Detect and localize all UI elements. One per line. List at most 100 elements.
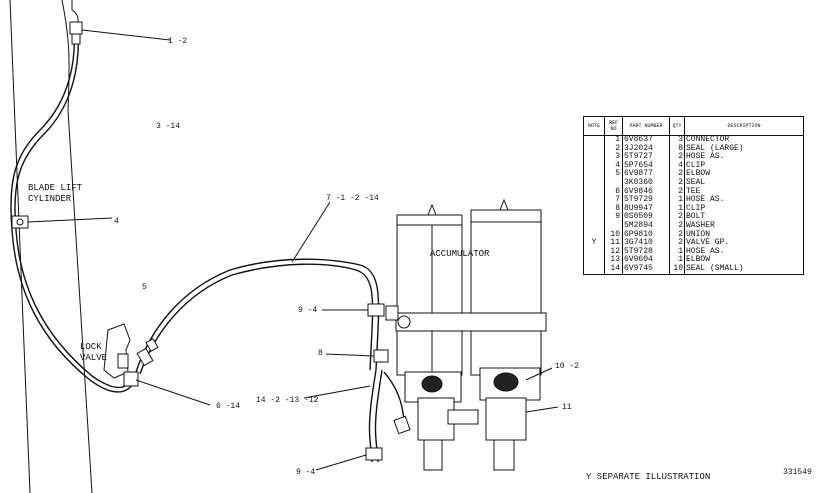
header-ref-no: REF NO <box>604 116 623 136</box>
cell-ref: 2 <box>604 144 623 154</box>
cell-part: 6V9745 <box>622 264 670 275</box>
cell-desc: CLIP <box>684 204 804 214</box>
cell-note <box>583 178 605 188</box>
cell-desc: CLIP <box>684 161 804 171</box>
cell-note <box>583 153 605 162</box>
cell-note <box>583 264 605 275</box>
cell-desc: HOSE AS. <box>684 196 804 205</box>
cell-desc: HOSE AS. <box>684 153 804 162</box>
callout-9-4-upper: 9 -4 <box>298 306 317 315</box>
accumulator-left <box>396 203 463 376</box>
cell-ref <box>604 178 623 188</box>
cell-desc: VALVE GP. <box>684 239 804 248</box>
cell-ref: 8 <box>604 204 623 214</box>
cell-part: 0S0509 <box>622 213 670 222</box>
cell-note <box>583 204 605 214</box>
cell-ref: 10 <box>604 230 623 240</box>
label-valve: VALVE <box>80 353 107 363</box>
cell-part: 5T9727 <box>622 153 670 162</box>
cell-desc: HOSE AS. <box>684 247 804 257</box>
cell-ref: 14 <box>604 264 623 275</box>
cell-part: 5T9729 <box>622 196 670 205</box>
label-cylinder: CYLINDER <box>28 194 72 204</box>
cell-note <box>583 161 605 171</box>
cell-part: 3J2024 <box>622 144 670 154</box>
cell-part: 5T9728 <box>622 247 670 257</box>
cell-qty: 1 <box>669 204 685 214</box>
cell-qty: 2 <box>669 239 685 248</box>
cell-note <box>583 230 605 240</box>
parts-table-header: NOTE REF NO PART NUMBER QTY DESCRIPTION <box>583 116 804 136</box>
cell-qty: 2 <box>669 213 685 222</box>
cell-desc: SEAL <box>684 178 804 188</box>
cell-qty: 2 <box>669 230 685 240</box>
cell-desc: SEAL (SMALL) <box>684 264 804 275</box>
cell-desc: ELBOW <box>684 256 804 265</box>
cell-qty: 2 <box>669 221 685 231</box>
header-qty: QTY <box>669 116 685 136</box>
accumulator-right <box>470 198 542 376</box>
cell-ref: 3 <box>604 153 623 162</box>
label-lock: LOCK <box>80 342 102 352</box>
cell-qty: 10 <box>669 264 685 275</box>
header-part-number: PART NUMBER <box>622 116 670 136</box>
cell-desc: UNION <box>684 230 804 240</box>
footer-note: Y SEPARATE ILLUSTRATION <box>586 472 710 482</box>
cell-desc: WASHER <box>684 221 804 231</box>
cell-ref: 5 <box>604 170 623 179</box>
cell-qty: 1 <box>669 196 685 205</box>
label-accumulator: ACCUMULATOR <box>430 249 490 259</box>
callout-7-1-2-14: 7 -1 -2 -14 <box>326 194 379 203</box>
cell-note <box>583 170 605 179</box>
cell-part: 6V9846 <box>622 187 670 197</box>
cell-note <box>583 135 605 145</box>
cell-desc: SEAL (LARGE) <box>684 144 804 154</box>
hose-assembly-12 <box>303 369 411 471</box>
cell-qty: 8 <box>669 144 685 154</box>
cell-note <box>583 221 605 231</box>
callout-5: 5 <box>142 283 147 292</box>
cell-desc: TEE <box>684 187 804 197</box>
clip-8 <box>325 349 389 363</box>
cell-part: 3G7410 <box>622 239 670 248</box>
valve-group-left <box>404 371 479 471</box>
cell-note <box>583 256 605 265</box>
hose-assembly-7 <box>135 201 380 375</box>
cell-ref: 4 <box>604 161 623 171</box>
callout-1-2: 1 -2 <box>168 37 187 46</box>
cell-qty: 2 <box>669 178 685 188</box>
blade-lift-cylinder <box>9 0 93 493</box>
cell-ref: 11 <box>604 239 623 248</box>
cell-note <box>583 187 605 197</box>
cell-part: 8U9947 <box>622 204 670 214</box>
cell-part: 3K0360 <box>622 178 670 188</box>
cell-ref: 13 <box>604 256 623 265</box>
cell-qty: 1 <box>669 256 685 265</box>
cell-ref: 6 <box>604 187 623 197</box>
figure-number: 331549 <box>783 468 812 477</box>
cell-part: 6V8637 <box>622 135 670 145</box>
parts-table: NOTE REF NO PART NUMBER QTY DESCRIPTION … <box>583 116 804 275</box>
cell-ref: 7 <box>604 196 623 205</box>
cell-ref <box>604 221 623 231</box>
clip-9-upper <box>322 303 385 317</box>
cell-qty: 2 <box>669 170 685 179</box>
cell-note <box>583 144 605 154</box>
valve-group-right <box>479 367 559 471</box>
cell-note: Y <box>583 239 605 248</box>
cell-part: 5P7654 <box>622 161 670 171</box>
